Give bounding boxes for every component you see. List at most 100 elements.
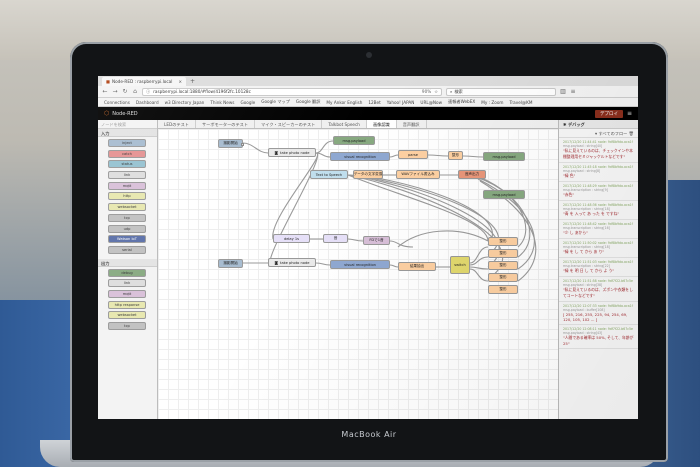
search-placeholder: 検索 bbox=[454, 88, 463, 94]
palette-node-mqtt-out[interactable]: mqtt bbox=[108, 289, 146, 298]
flow-node-format[interactable]: 整形 bbox=[488, 249, 518, 258]
palette-node-debug[interactable]: debug bbox=[108, 268, 146, 277]
bookmark-item[interactable]: Think News bbox=[210, 99, 235, 105]
flow-tab[interactable]: マイク・スピーカーのテスト bbox=[255, 120, 323, 128]
palette-node-tcp-out[interactable]: tcp bbox=[108, 322, 146, 330]
bookmark-item[interactable]: Yahoo! JAPAN bbox=[386, 99, 415, 105]
zoom-level[interactable]: 90% bbox=[421, 89, 432, 94]
flow-node-wav-write[interactable]: WAVファイル書込み bbox=[396, 170, 440, 179]
palette-node-inject[interactable]: inject bbox=[108, 139, 146, 147]
palette-node-websocket[interactable]: websocket bbox=[108, 203, 146, 212]
debug-message[interactable]: 2017/12/20 11:48:42 node: 9df8b9da.aca1f… bbox=[559, 220, 638, 239]
flow-tab[interactable]: LEDのテスト bbox=[158, 120, 196, 128]
flow-node-inject[interactable]: 撮影開始 bbox=[218, 259, 243, 268]
bookmark-item[interactable]: Google bbox=[240, 99, 256, 105]
search-input[interactable]: ⌕ 検索 bbox=[446, 87, 556, 96]
flow-node-data-convert[interactable]: データの文字変換 bbox=[353, 170, 383, 179]
flow-node-text-to-speech[interactable]: Text to Speech bbox=[310, 170, 348, 179]
flow-canvas[interactable]: 撮影開始 ◙take photo node msg.payload visual… bbox=[158, 129, 558, 419]
bookmark-item[interactable]: Dashboard bbox=[135, 99, 159, 105]
flow-tab-active[interactable]: 画像認識 bbox=[366, 120, 397, 128]
flow-node-visual-recognition[interactable]: visual recognition bbox=[330, 152, 390, 161]
reload-icon[interactable]: ↻ bbox=[122, 88, 128, 95]
palette-filter-input[interactable]: ノードを検索 bbox=[98, 120, 157, 129]
debug-message-topic: msg.transcription : string[16] bbox=[563, 226, 610, 230]
flow-node-debug[interactable]: msg.payload bbox=[483, 190, 525, 199]
bookmark-item[interactable]: My : Zoom bbox=[481, 99, 504, 105]
flow-node-extract[interactable]: 結果抽出 bbox=[398, 262, 436, 271]
close-tab-icon[interactable]: × bbox=[178, 78, 182, 84]
flow-node-format[interactable]: 整形 bbox=[488, 285, 518, 294]
flow-tab[interactable]: Talkbot Speech bbox=[322, 120, 367, 128]
palette-node-catch[interactable]: catch bbox=[108, 149, 146, 158]
new-tab-icon[interactable]: + bbox=[190, 77, 196, 85]
debug-tab[interactable]: ✱ デバッグ bbox=[559, 120, 638, 129]
flow-node-visual-recognition[interactable]: visual recognition bbox=[330, 260, 390, 269]
palette-category-input[interactable]: 入力 bbox=[98, 129, 157, 137]
palette-node-link[interactable]: link bbox=[108, 171, 146, 180]
flow-node-switch[interactable]: switch bbox=[450, 256, 470, 274]
flow-node-delay[interactable]: delay 1s bbox=[273, 234, 310, 243]
palette-category-output[interactable]: 出力 bbox=[98, 258, 157, 267]
palette-node-watson-iot[interactable]: Watson IoT bbox=[108, 235, 146, 244]
home-icon[interactable]: ⌂ bbox=[133, 88, 137, 95]
palette-node-websocket-out[interactable]: websocket bbox=[108, 311, 146, 320]
library-icon[interactable]: ▥ bbox=[560, 88, 566, 95]
bookmark-item[interactable]: w3 Directory Japan bbox=[164, 99, 205, 105]
trash-icon[interactable]: 🗑 bbox=[628, 131, 634, 136]
flow-node-audio-out[interactable]: 音声出力 bbox=[458, 170, 486, 179]
flow-node-format[interactable]: 整形 bbox=[488, 237, 518, 246]
bookmark-item[interactable]: Google 翻訳 bbox=[295, 99, 321, 104]
url-bar[interactable]: ⓘ raspberrypi.local:1880/#flow/4196f2fc.… bbox=[142, 87, 442, 96]
debug-message[interactable]: 2017/12/20 12:07:33 node: 9df8b9da.aca1f… bbox=[559, 302, 638, 325]
flow-node-inject[interactable]: 撮影開始 bbox=[218, 139, 244, 148]
flow-node-debug[interactable]: msg.payload bbox=[333, 136, 375, 145]
debug-message[interactable]: 2017/12/20 11:45:18 node: 9df8b9da.aca1f… bbox=[559, 163, 638, 182]
palette-node-udp[interactable]: udp bbox=[108, 224, 146, 233]
bookmark-item[interactable]: 12Bet bbox=[368, 99, 381, 105]
flow-node-format[interactable]: 整形 bbox=[448, 151, 463, 160]
bookmark-star-icon[interactable]: ☆ bbox=[434, 89, 438, 94]
debug-message-value: "緑 を し て から あ り" bbox=[563, 249, 605, 254]
forward-icon[interactable]: → bbox=[112, 88, 118, 95]
bookmark-item[interactable]: 速報者WebEX bbox=[448, 99, 476, 104]
flow-node-sound[interactable]: 音 bbox=[323, 234, 348, 243]
flow-tab[interactable]: サーボモーターのテスト bbox=[196, 120, 256, 128]
flow-tab[interactable]: 音声翻訳 bbox=[397, 120, 427, 128]
flow-node-parse[interactable]: parse bbox=[398, 150, 428, 159]
hamburger-menu-icon[interactable]: ≡ bbox=[626, 110, 632, 117]
debug-message-value: "青 を 入って あ った を ですね" bbox=[563, 211, 620, 216]
palette-node-mqtt[interactable]: mqtt bbox=[108, 181, 146, 190]
debug-message[interactable]: 2017/12/20 11:48:29 node: 9df8b9da.aca1f… bbox=[559, 182, 638, 201]
palette-node-link-out[interactable]: link bbox=[108, 279, 146, 288]
menu-icon[interactable]: ≡ bbox=[570, 88, 576, 95]
debug-message[interactable]: 2017/12/20 12:08:11 node: 9df7f22.b67c5e… bbox=[559, 325, 638, 349]
flow-node-camera[interactable]: ◙take photo node bbox=[268, 148, 316, 157]
back-icon[interactable]: ← bbox=[102, 88, 108, 95]
debug-message[interactable]: 2017/12/20 11:51:58 node: 9df7f22.b67c5e… bbox=[559, 277, 638, 302]
flow-node-camera[interactable]: ◙take photo node bbox=[268, 258, 316, 267]
bookmark-item[interactable]: Connections bbox=[104, 99, 130, 105]
palette-node-tcp[interactable]: tcp bbox=[108, 213, 146, 222]
flow-node-format[interactable]: 整形 bbox=[488, 261, 518, 270]
flow-node-format[interactable]: 整形 bbox=[488, 273, 518, 282]
debug-message[interactable]: 2017/12/20 11:50:02 node: 9df8b9da.aca1f… bbox=[559, 239, 638, 258]
debug-message[interactable]: 2017/12/20 11:51:03 node: 9df8b9da.aca1f… bbox=[559, 258, 638, 277]
palette-node-serial[interactable]: serial bbox=[108, 245, 146, 254]
bookmark-item[interactable]: My Ankor English bbox=[326, 99, 363, 105]
deploy-button[interactable]: デプロイ bbox=[594, 109, 623, 118]
bookmark-item[interactable]: Google マップ bbox=[261, 99, 290, 104]
palette-node-status[interactable]: status bbox=[108, 160, 146, 169]
debug-message[interactable]: 2017/12/20 11:48:36 node: 9df8b9da.aca1f… bbox=[559, 201, 638, 220]
wire bbox=[347, 238, 364, 242]
debug-filter[interactable]: ▾ すべてのフロー 🗑 bbox=[559, 129, 638, 138]
debug-message[interactable]: 2017/12/20 11:44:41 node: 9df8b9da.aca1f… bbox=[559, 138, 638, 163]
browser-tab[interactable]: ■ Node-RED : raspberrypi.local × bbox=[102, 76, 186, 86]
flow-node-debug[interactable]: msg.payload bbox=[483, 152, 525, 161]
debug-message-topic: msg.transcription : string[18] bbox=[563, 207, 610, 211]
bookmark-item[interactable]: URL@Now bbox=[420, 99, 443, 105]
flow-node-fd-sound[interactable]: FDで1音 bbox=[363, 236, 390, 245]
bookmark-item[interactable]: Travel@KM bbox=[509, 99, 533, 105]
palette-node-http-response[interactable]: http response bbox=[108, 300, 146, 309]
palette-node-http[interactable]: http bbox=[108, 192, 146, 201]
